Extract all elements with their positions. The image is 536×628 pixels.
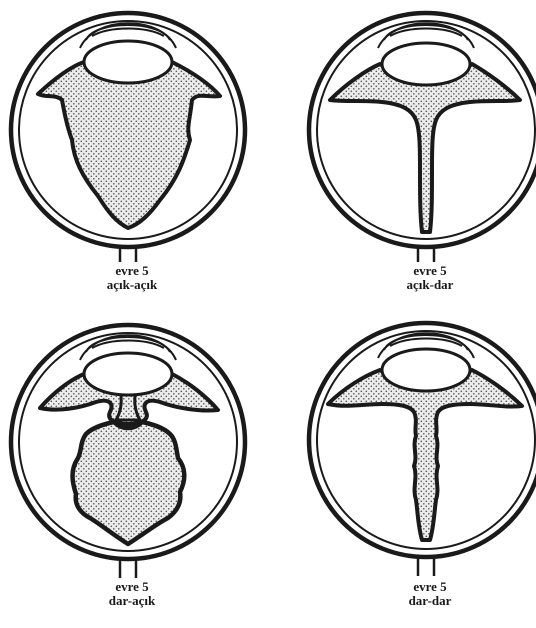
stage-label: evre 5 <box>62 264 202 278</box>
eye-narrow-open <box>11 325 245 578</box>
configuration-label: açık-dar <box>360 278 500 292</box>
configuration-label: dar-açık <box>62 594 202 608</box>
lens <box>382 349 470 391</box>
caption-open-open: evre 5 açık-açık <box>62 264 202 292</box>
eye-open-open <box>11 13 245 262</box>
configuration-label: açık-açık <box>62 278 202 292</box>
lens <box>84 41 172 83</box>
stage-label: evre 5 <box>360 580 500 594</box>
eye-open-narrow <box>309 13 536 262</box>
lens <box>382 43 470 85</box>
configuration-label: dar-dar <box>360 594 500 608</box>
stage-label: evre 5 <box>62 580 202 594</box>
lens <box>84 353 172 395</box>
caption-open-narrow: evre 5 açık-dar <box>360 264 500 292</box>
caption-narrow-open: evre 5 dar-açık <box>62 580 202 608</box>
stage-label: evre 5 <box>360 264 500 278</box>
eye-narrow-narrow <box>309 323 536 576</box>
caption-narrow-narrow: evre 5 dar-dar <box>360 580 500 608</box>
